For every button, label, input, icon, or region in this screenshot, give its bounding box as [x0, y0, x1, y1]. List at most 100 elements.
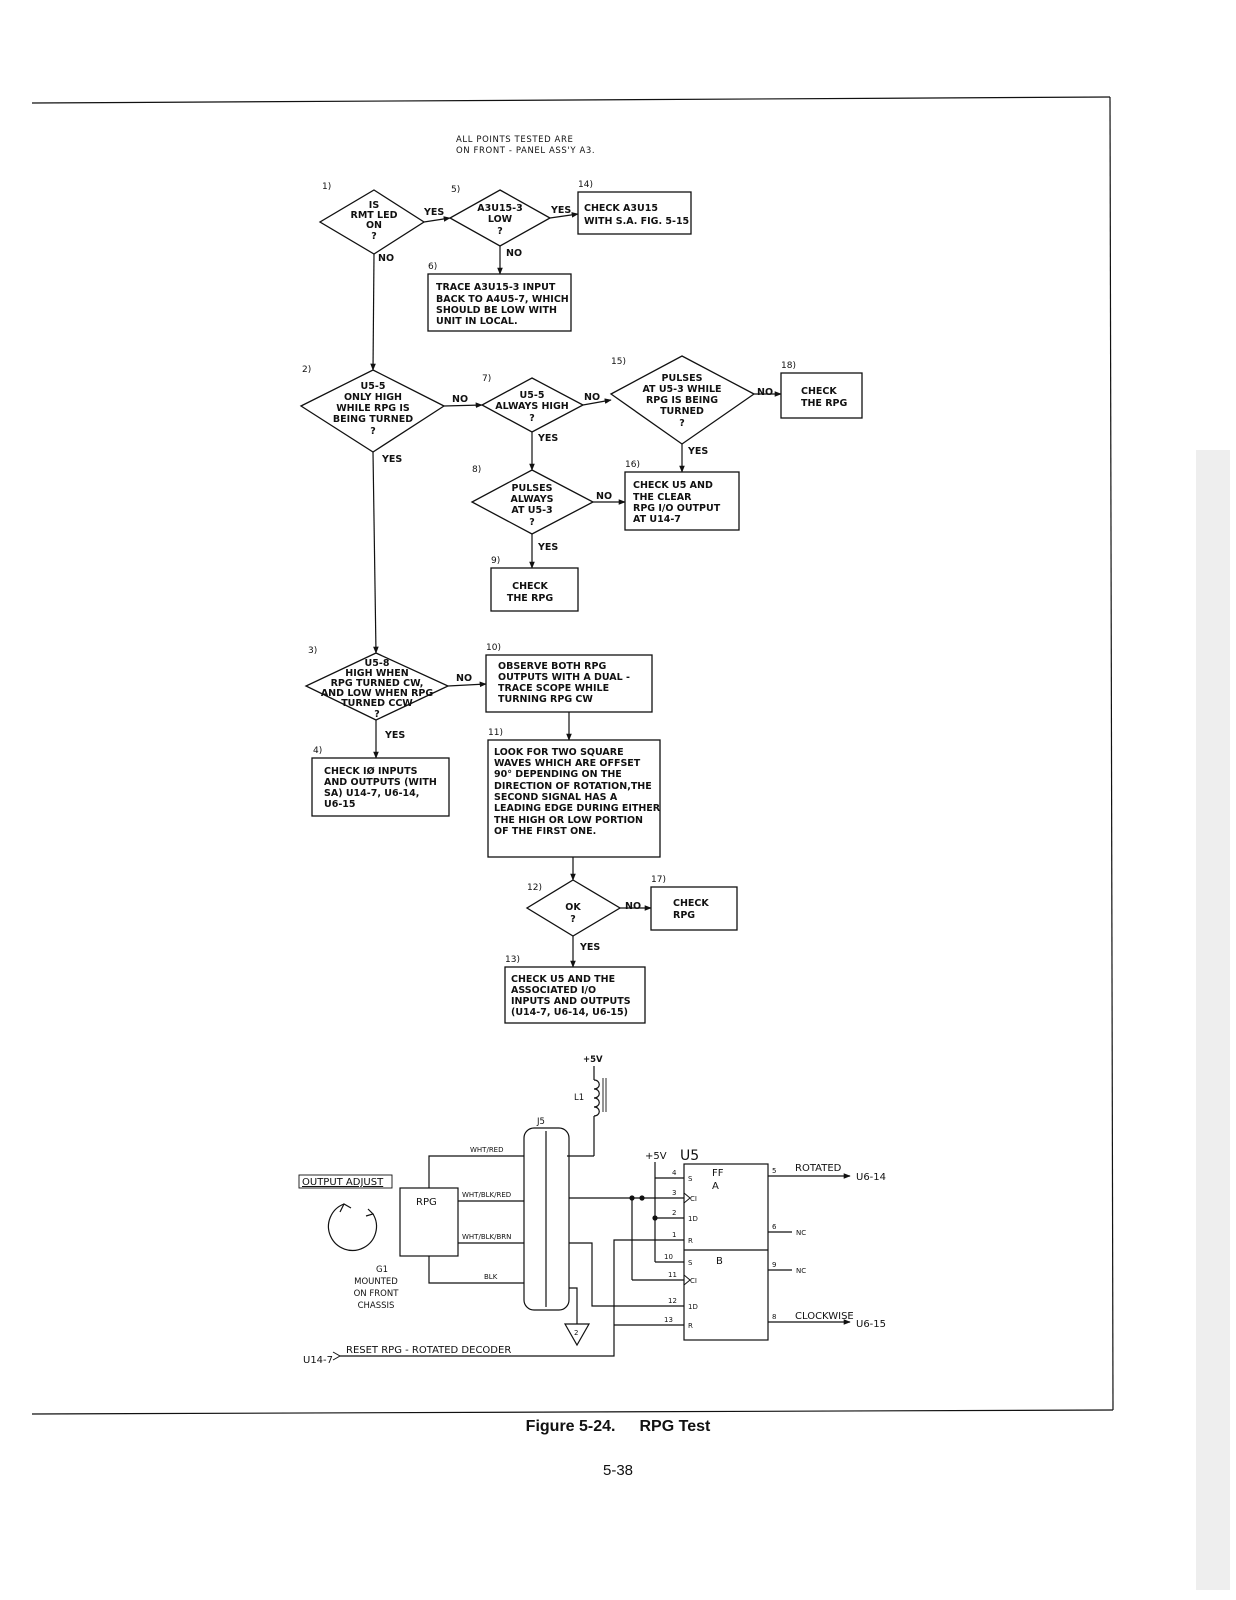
output-clockwise-dest: U6-15: [856, 1319, 886, 1330]
node-4-line: U6-15: [324, 799, 356, 810]
node-2-line: U5-5: [361, 381, 386, 392]
node-9-line: THE RPG: [507, 593, 554, 604]
node-11-line: WAVES WHICH ARE OFFSET: [494, 758, 641, 769]
pin-label: 1D: [688, 1215, 698, 1223]
node-2-line: WHILE RPG IS: [336, 403, 410, 414]
mount-line: CHASSIS: [358, 1301, 395, 1311]
step-number-17: 17): [651, 875, 666, 885]
node-12-line: ?: [570, 914, 576, 925]
mount-line: ON FRONT: [354, 1289, 400, 1299]
node-2-line: ONLY HIGH: [344, 392, 402, 403]
chip-label: U5: [680, 1148, 699, 1164]
node-3-line: HIGH WHEN: [345, 668, 408, 679]
pin-number: 10: [664, 1253, 673, 1261]
box-11: [487, 739, 661, 858]
ff-a-label: A: [712, 1181, 719, 1192]
inductor-label: L1: [574, 1093, 584, 1103]
node-1-line: ON: [366, 220, 382, 231]
node-11-line: SECOND SIGNAL HAS A: [494, 792, 618, 803]
label-2-yes: YES: [381, 454, 402, 465]
node-6-line: SHOULD BE LOW WITH: [436, 305, 557, 316]
label-5-no: NO: [506, 248, 522, 259]
node-7-line: U5-5: [520, 390, 545, 401]
node-11-line: LOOK FOR TWO SQUARE: [494, 747, 624, 758]
node-3-line: U5-8: [365, 658, 390, 669]
node-16-line: CHECK U5 AND: [633, 480, 713, 491]
node-4-line: SA) U14-7, U6-14,: [324, 788, 419, 799]
pin-number: 3: [672, 1189, 676, 1197]
step-number-14: 14): [578, 180, 593, 190]
scan-noise: [1196, 450, 1230, 1590]
label-1-yes: YES: [423, 207, 444, 218]
label-12-yes: YES: [579, 942, 600, 953]
node-11-line: THE HIGH OR LOW PORTION: [494, 815, 643, 826]
node-6-line: UNIT IN LOCAL.: [436, 316, 518, 327]
step-number-13: 13): [505, 955, 520, 965]
figure-number: Figure 5-24.: [525, 1418, 616, 1435]
connector-label: J5: [536, 1117, 545, 1127]
output-nc-2: NC: [796, 1267, 806, 1275]
pin-label: CI: [690, 1277, 697, 1285]
node-4-line: AND OUTPUTS (WITH: [324, 777, 437, 788]
output-rotated-dest: U6-14: [856, 1172, 886, 1183]
node-15-line: ?: [679, 418, 685, 429]
step-number-4: 4): [313, 746, 322, 756]
label-1-no: NO: [378, 253, 394, 264]
header-note-line-1: ALL POINTS TESTED ARE: [456, 135, 573, 145]
output-rotated: ROTATED: [795, 1163, 842, 1174]
ground-symbol: [563, 1323, 591, 1347]
wire-label: WHT/RED: [470, 1146, 504, 1154]
node-5-line: ?: [497, 226, 503, 237]
node-3-line: RPG TURNED CW,: [331, 678, 424, 689]
node-8-line: AT U5-3: [511, 505, 552, 516]
pin-label: 1D: [688, 1303, 698, 1311]
step-number-2: 2): [302, 365, 311, 375]
node-11-line: 90° DEPENDING ON THE: [494, 769, 622, 780]
ff-b-label: B: [716, 1256, 723, 1267]
node-18-line: THE RPG: [801, 398, 848, 409]
connector-j5: [523, 1127, 570, 1311]
output-nc-1: NC: [796, 1229, 806, 1237]
label-12-no: NO: [625, 901, 641, 912]
node-1-line: RMT LED: [351, 210, 398, 221]
node-15-line: PULSES: [662, 373, 703, 384]
node-8-line: ?: [529, 517, 535, 528]
step-number-1: 1): [322, 182, 331, 192]
step-number-5: 5): [451, 185, 460, 195]
node-11-line: OF THE FIRST ONE.: [494, 826, 596, 837]
pin-number: 2: [672, 1209, 676, 1217]
step-number-18: 18): [781, 361, 796, 371]
step-number-10: 10): [486, 643, 501, 653]
supply-label: +5V: [583, 1055, 603, 1065]
node-1-line: ?: [371, 231, 377, 242]
pin-number: 11: [668, 1271, 677, 1279]
node-6-line: BACK TO A4U5-7, WHICH: [436, 294, 569, 305]
pin-number: 9: [772, 1261, 776, 1269]
ground-number: 2: [574, 1329, 578, 1337]
node-17-line: RPG: [673, 910, 695, 921]
node-2-line: ?: [370, 426, 376, 437]
label-2-no: NO: [452, 394, 468, 405]
pin-number: 12: [668, 1297, 677, 1305]
page-number: 5-38: [602, 1462, 634, 1479]
node-7-line: ALWAYS HIGH: [495, 401, 568, 412]
figure-caption: Figure 5-24. RPG Test: [0, 1418, 1236, 1436]
rpg-label: RPG: [416, 1197, 437, 1208]
u5-flip-flop: [683, 1163, 769, 1341]
node-7-line: ?: [529, 413, 535, 424]
figure-title: RPG Test: [639, 1418, 711, 1435]
mount-line: G1: [376, 1265, 388, 1275]
step-number-12: 12): [527, 883, 542, 893]
wire-label: WHT/BLK/BRN: [462, 1233, 511, 1241]
pin-label: S: [688, 1259, 693, 1267]
node-14-line: CHECK A3U15: [584, 203, 658, 214]
node-13-line: CHECK U5 AND THE: [511, 974, 615, 985]
mount-line: MOUNTED: [354, 1277, 398, 1287]
node-16-line: AT U14-7: [633, 514, 681, 525]
node-9-line: CHECK: [512, 581, 548, 592]
frame-bottom-line: [31, 1409, 1114, 1415]
pin-label: CI: [690, 1195, 697, 1203]
label-8-no: NO: [596, 491, 612, 502]
pin-label: R: [688, 1322, 693, 1330]
